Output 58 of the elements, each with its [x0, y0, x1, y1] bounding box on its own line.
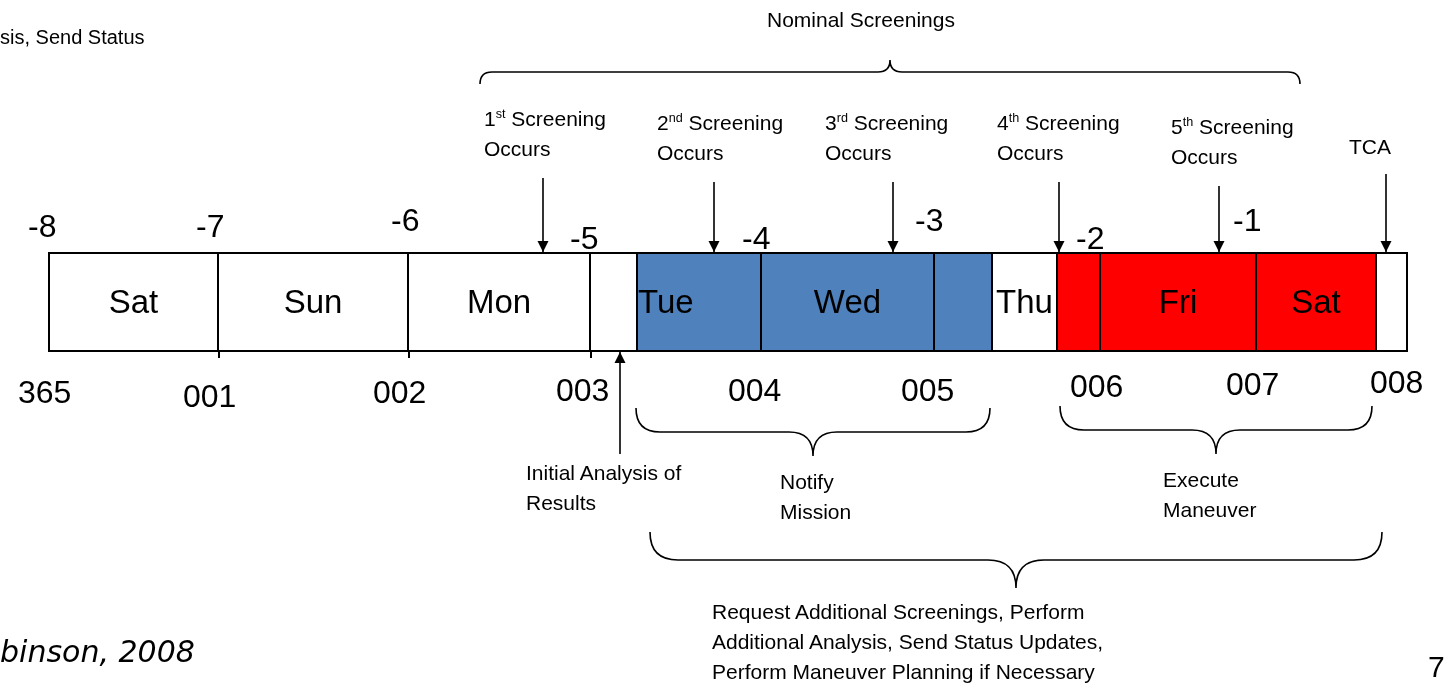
day-cell — [991, 252, 1058, 352]
callout-text: 4$^{th}$ Screening Occurs — [997, 108, 1157, 170]
arrow — [708, 181, 720, 253]
day-offset-number: -6 — [391, 202, 420, 239]
day-cell — [1255, 252, 1377, 352]
day-name: Sat — [108, 283, 159, 321]
arrow — [1213, 185, 1225, 253]
day-of-year-number: 001 — [183, 378, 237, 415]
day-of-year-number: 003 — [556, 372, 610, 409]
day-of-year-number: 002 — [373, 374, 427, 411]
arrow — [887, 181, 899, 253]
day-name: Sat — [1291, 283, 1341, 321]
day-offset-number: -8 — [28, 208, 57, 245]
annotation-text: Nominal Screenings — [767, 8, 955, 32]
day-cell — [1099, 252, 1257, 352]
empty-cell — [1056, 252, 1101, 352]
empty-cell — [589, 252, 638, 352]
day-offset-number: -4 — [742, 220, 771, 257]
day-offset-number: -1 — [1233, 202, 1262, 239]
annotation-text: Request Additional Screenings, Perform Additional Analysis, Send Status Updates, Perform Maneuver Planning if Necessary — [712, 599, 1105, 685]
day-of-year-number: 006 — [1070, 368, 1124, 405]
day-of-year-number: 008 — [1370, 364, 1424, 401]
day-cell — [407, 252, 591, 352]
day-cell — [217, 252, 409, 352]
callout-text: 1$^{st}$ Screening Occurs — [484, 104, 644, 166]
callout-text: 3$^{rd}$ Screening Occurs — [825, 108, 985, 170]
day-cell — [48, 252, 219, 352]
day-name: Sun — [283, 283, 343, 321]
callout-text: 5$^{th}$ Screening Occurs — [1171, 112, 1331, 174]
day-name: Fri — [1158, 283, 1198, 321]
arrow — [1053, 181, 1065, 253]
citation-text: binson, 2008 — [0, 634, 195, 669]
day-offset-number: -7 — [196, 208, 225, 245]
day-of-year-number: 007 — [1226, 366, 1280, 403]
callout-text: Initial Analysis of Results — [526, 458, 726, 520]
day-of-year-number: 365 — [18, 374, 72, 411]
arrow — [614, 351, 626, 455]
day-of-year-number: 004 — [728, 372, 782, 409]
day-name: Tue — [638, 283, 694, 321]
day-name: Thu — [996, 283, 1053, 321]
day-offset-number: -3 — [915, 202, 944, 239]
day-of-year-number: 005 — [901, 372, 955, 409]
arrow — [1380, 173, 1392, 253]
day-name: Wed — [813, 283, 882, 321]
callout-text: TCA — [1349, 132, 1409, 162]
page-number: 7 — [1428, 650, 1445, 684]
day-offset-number: -2 — [1076, 220, 1105, 257]
day-name: Mon — [466, 283, 532, 321]
empty-cell — [1375, 252, 1408, 352]
annotation-text: sis, Send Status — [0, 26, 145, 49]
arrow — [537, 177, 549, 253]
day-cell — [636, 252, 762, 352]
empty-cell — [933, 252, 993, 352]
day-offset-number: -5 — [570, 220, 599, 257]
callout-text: 2$^{nd}$ Screening Occurs — [657, 108, 817, 170]
day-cell — [760, 252, 935, 352]
annotation-text: Notify Mission — [780, 469, 853, 525]
annotation-text: Execute Maneuver — [1163, 467, 1258, 523]
